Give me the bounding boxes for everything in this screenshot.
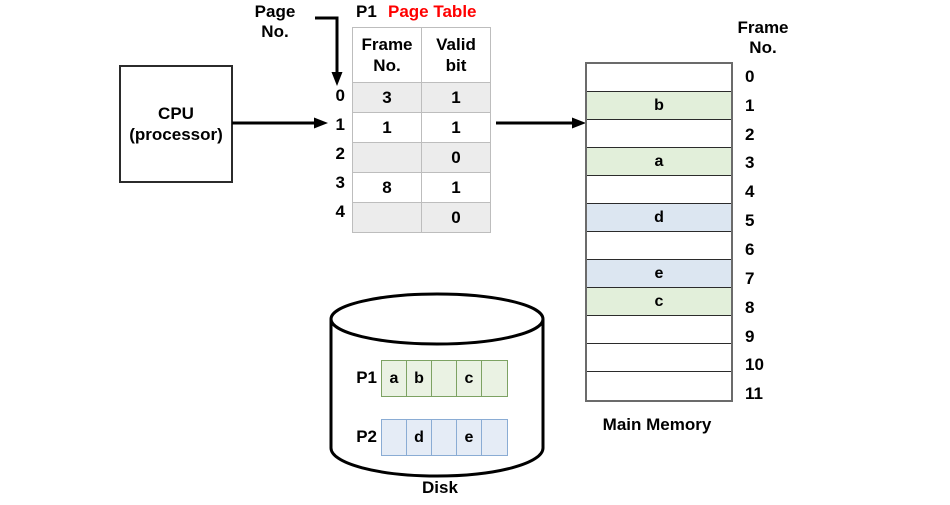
memory-index-7: 7 <box>745 269 755 288</box>
page-table-row: 3 1 <box>352 82 491 113</box>
page-no-arrow <box>315 16 343 86</box>
page-table-valid-bit-0: 1 <box>421 82 491 113</box>
page-table-index-2: 2 <box>335 144 345 163</box>
memory-index-10: 10 <box>745 355 764 374</box>
disk-process-label-p1: P1 <box>356 368 377 387</box>
memory-frame-1: b <box>587 92 731 120</box>
disk-strip-p2: d e <box>381 419 508 456</box>
page-table-header-valid-bit: Valid bit <box>421 27 491 83</box>
memory-frame-2 <box>587 120 731 148</box>
page-table-frame-no-2 <box>352 142 422 173</box>
memory-index-11: 11 <box>745 384 763 403</box>
memory-frame-4 <box>587 176 731 204</box>
disk-strip-p1: a b c <box>381 360 508 397</box>
page-table-process-label: P1 <box>356 2 377 21</box>
memory-index-3: 3 <box>745 153 755 172</box>
page-table-row: 1 1 <box>352 112 491 143</box>
disk-cylinder <box>329 292 545 478</box>
page-table-frame-no-0: 3 <box>352 82 422 113</box>
page-table-valid-bit-4: 0 <box>421 202 491 233</box>
page-table-index-0: 0 <box>335 86 345 105</box>
cpu-label-line1: CPU <box>158 104 194 123</box>
page-table-header-row: Frame No. Valid bit <box>352 27 491 83</box>
page-table: Frame No. Valid bit 3 1 1 1 0 8 1 <box>352 27 491 233</box>
page-table-header-frame-no: Frame No. <box>352 27 422 83</box>
page-table-valid-bit-3: 1 <box>421 172 491 203</box>
main-memory-table: b a d e c <box>585 62 733 402</box>
page-table-valid-bit-2: 0 <box>421 142 491 173</box>
page-table-to-memory-arrow <box>496 117 586 129</box>
memory-frame-6 <box>587 232 731 260</box>
disk-p1-cell-4 <box>482 361 507 396</box>
cpu-box: CPU (processor) <box>119 65 233 183</box>
memory-index-9: 9 <box>745 327 755 346</box>
memory-index-4: 4 <box>745 182 755 201</box>
memory-frame-9 <box>587 316 731 344</box>
memory-frame-3: a <box>587 148 731 176</box>
disk-p2-cell-1: d <box>407 420 432 455</box>
disk-process-label-p2: P2 <box>356 427 377 446</box>
page-table-index-3: 3 <box>335 173 345 192</box>
memory-frame-no-label: Frame No. <box>737 18 789 57</box>
page-table-frame-no-3: 8 <box>352 172 422 203</box>
page-table-index-4: 4 <box>335 202 345 221</box>
memory-frame-10 <box>587 344 731 372</box>
page-table-row: 0 <box>352 202 491 233</box>
disk-caption: Disk <box>422 478 458 497</box>
disk-p1-cell-1: b <box>407 361 432 396</box>
memory-index-1: 1 <box>745 96 755 115</box>
disk-p2-cell-4 <box>482 420 507 455</box>
memory-frame-5: d <box>587 204 731 232</box>
page-table-row: 8 1 <box>352 172 491 203</box>
memory-index-2: 2 <box>745 125 755 144</box>
cpu-label-line2: (processor) <box>129 125 223 144</box>
disk-p2-cell-2 <box>432 420 457 455</box>
page-table-index-1: 1 <box>335 115 345 134</box>
page-no-label: Page No. <box>254 2 296 41</box>
memory-frame-7: e <box>587 260 731 288</box>
main-memory-caption: Main Memory <box>602 415 712 434</box>
disk-p2-cell-3: e <box>457 420 482 455</box>
page-table-title: Page Table <box>388 2 477 21</box>
page-table-frame-no-1: 1 <box>352 112 422 143</box>
page-table-row: 0 <box>352 142 491 173</box>
memory-index-6: 6 <box>745 240 755 259</box>
page-table-frame-no-4 <box>352 202 422 233</box>
memory-index-8: 8 <box>745 298 755 317</box>
memory-index-5: 5 <box>745 211 755 230</box>
memory-index-0: 0 <box>745 67 755 86</box>
memory-frame-0 <box>587 64 731 92</box>
disk-p1-cell-2 <box>432 361 457 396</box>
page-table-valid-bit-1: 1 <box>421 112 491 143</box>
memory-frame-11 <box>587 372 731 400</box>
memory-frame-8: c <box>587 288 731 316</box>
cpu-to-page-table-arrow <box>232 117 328 129</box>
disk-p2-cell-0 <box>382 420 407 455</box>
disk-p1-cell-0: a <box>382 361 407 396</box>
disk-p1-cell-3: c <box>457 361 482 396</box>
